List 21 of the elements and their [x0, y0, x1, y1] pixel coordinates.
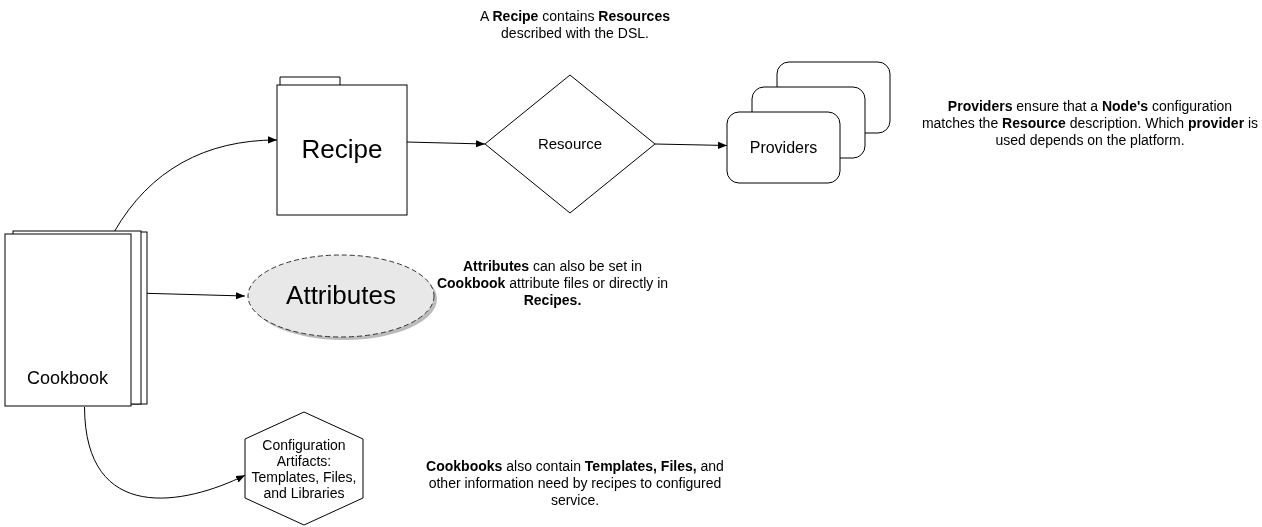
- node-label: Attributes: [285, 281, 397, 311]
- annotation-text: Cookbooks also contain Templates, Files, and other information need by recipes to configured service.: [425, 458, 725, 509]
- node-label: Providers: [748, 138, 819, 157]
- annotation-text: Providers ensure that a Node's configuration matches the Resource description. Which provider is used depends on the platform.: [920, 98, 1260, 149]
- annotation-text: Attributes can also be set in Cookbook attribute files or directly in Recipes.: [435, 258, 670, 309]
- arrow: [406, 140, 486, 148]
- decision-diamond: [485, 75, 655, 213]
- node-label: Cookbook: [25, 367, 110, 388]
- node-label: Resource: [536, 135, 604, 153]
- hexagon: [245, 412, 363, 525]
- node-label: Configuration Artifacts: Templates, Files, and Libraries: [250, 436, 358, 501]
- node-label: Recipe: [300, 135, 384, 165]
- arrow: [84, 406, 246, 499]
- document-stack-box: [5, 228, 147, 407]
- stacked-rounded-box: [727, 62, 890, 183]
- arrow: [654, 141, 728, 149]
- arrow: [113, 136, 278, 233]
- arrow: [146, 292, 246, 300]
- folder-box: [277, 76, 407, 215]
- dashed-ellipse: [245, 252, 437, 340]
- annotation-text: A Recipe contains Resources described with the DSL.: [479, 8, 671, 42]
